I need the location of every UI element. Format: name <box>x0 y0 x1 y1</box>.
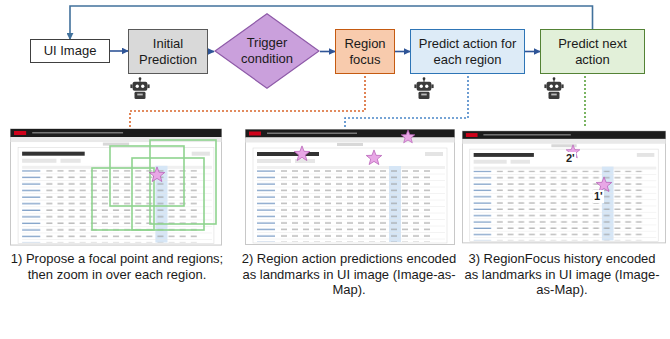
process-box: Predict action for each region <box>410 29 525 74</box>
flow-arrow <box>320 51 335 53</box>
flow-arrow <box>395 51 410 53</box>
caption-text: 1) Propose a focal point and regions; th… <box>8 251 226 282</box>
callout-number: 1' <box>593 190 604 203</box>
node-label: UI Image <box>44 43 97 59</box>
callout-number: 2' <box>565 152 576 165</box>
caption-text: 2) Region action predictions encoded as … <box>239 251 459 298</box>
decision-diamond: Trigger condition <box>214 13 320 89</box>
node-label: Predict action for each region <box>416 36 519 67</box>
input-box: UI Image <box>30 39 110 63</box>
process-box: Predict next action <box>540 29 645 74</box>
node-label: Trigger condition <box>238 35 296 66</box>
caption-text: 3) RegionFocus history encoded as landma… <box>460 251 664 298</box>
process-box: Initial Prediction <box>128 29 208 74</box>
node-label: Initial Prediction <box>134 36 202 67</box>
node-label: Region focus <box>341 36 389 67</box>
flow-arrow <box>110 50 128 52</box>
flow-arrow <box>525 51 540 53</box>
node-label: Predict next action <box>546 36 639 67</box>
flow-arrow <box>208 51 214 53</box>
process-box: Region focus <box>335 29 395 74</box>
